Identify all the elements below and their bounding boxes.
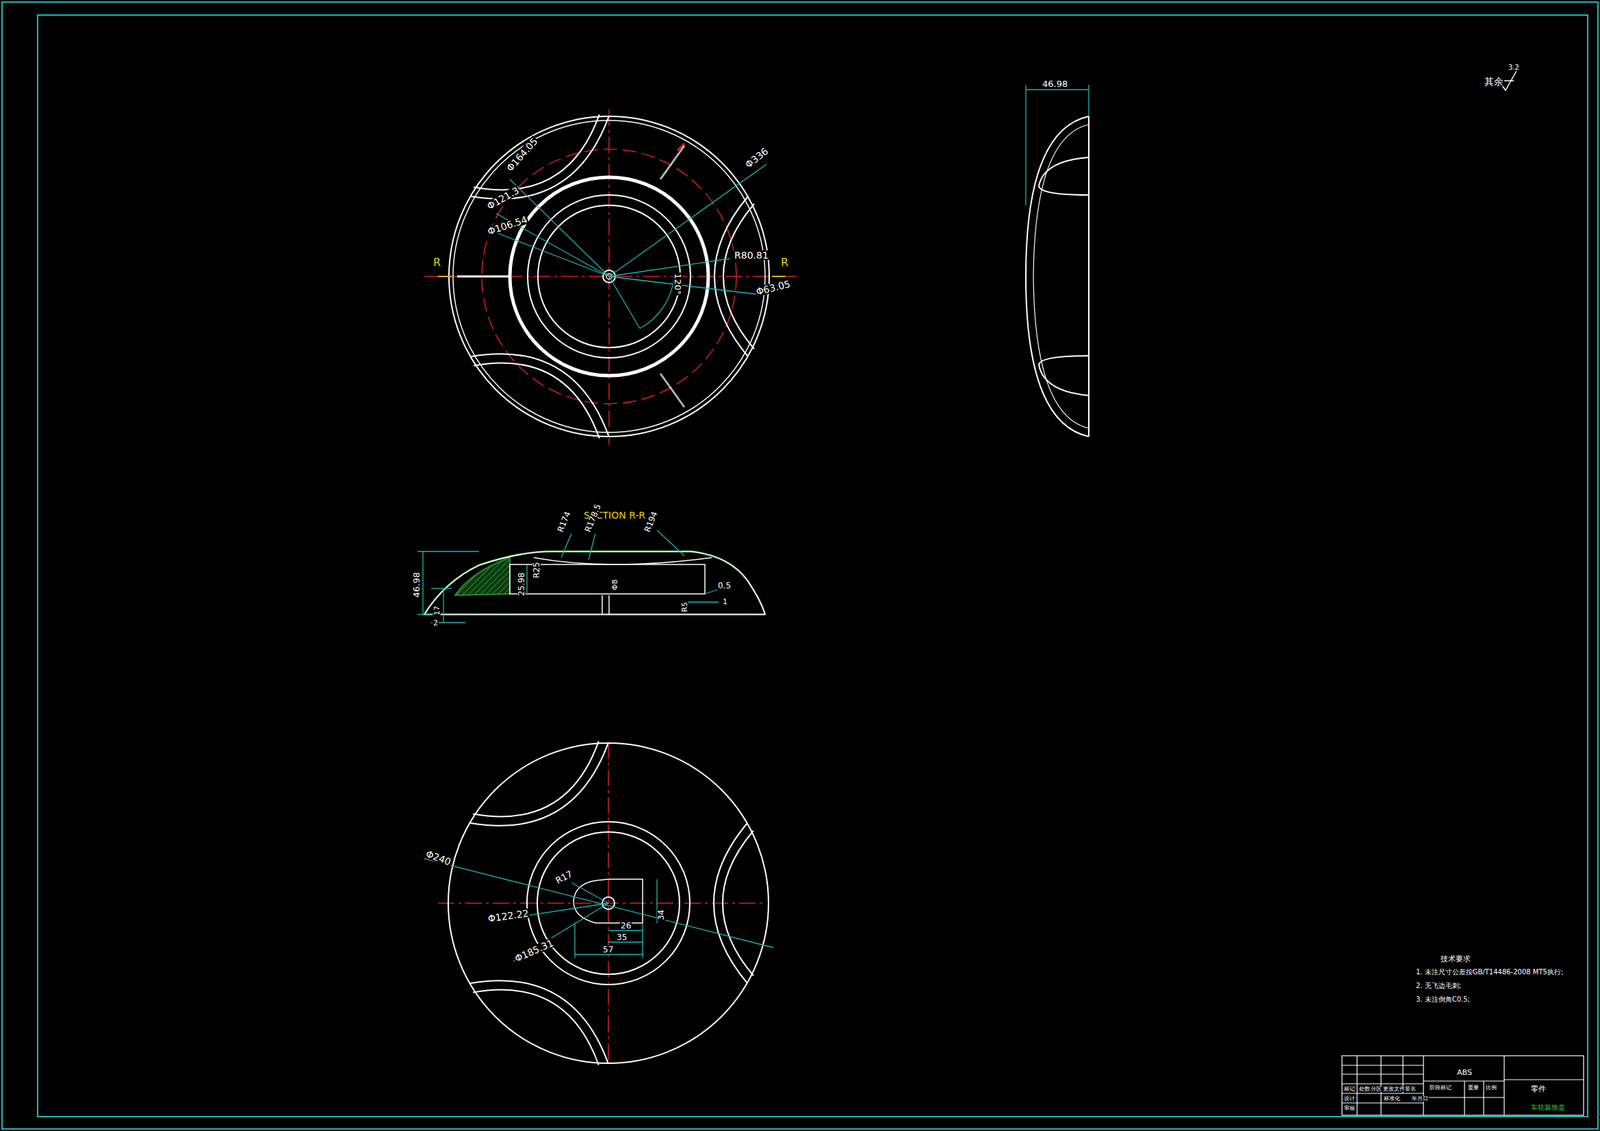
dimension-label: Φ63.05 — [754, 278, 792, 297]
dimension-label: Φ8 — [611, 578, 619, 592]
dimension-label: 46.98 — [411, 571, 421, 599]
dimension-label: Φ121.3 — [485, 184, 522, 212]
dimension-label: 车轮装饰盖 — [1530, 1104, 1566, 1112]
dimension-label: R174 — [555, 509, 573, 534]
dimension-label: 处数 — [1358, 1086, 1371, 1093]
dimension-label: 审核 — [1343, 1105, 1356, 1112]
dimension-label: R — [780, 257, 790, 269]
dimension-label: 比例 — [1485, 1085, 1498, 1091]
dimension-label: 标准化 — [1383, 1096, 1401, 1102]
dimension-label: 120° — [673, 273, 683, 296]
dimension-label: 26 — [620, 921, 632, 931]
dimension-label: 年月日 — [1411, 1096, 1429, 1102]
dimension-label: R — [432, 257, 442, 269]
dimension-label: 25.98 — [517, 572, 526, 597]
dimension-label: 重量 — [1467, 1085, 1480, 1091]
dimension-label: 阶段标记 — [1428, 1085, 1453, 1091]
dimension-label: 2 — [432, 619, 439, 627]
dimension-label: Φ106.54 — [485, 214, 529, 237]
dimension-label: 0.5 — [717, 581, 732, 590]
dimension-label: Φ185.31 — [512, 937, 556, 964]
dimension-label: Φ122.22 — [486, 908, 530, 924]
dimension-label: 分区 — [1370, 1086, 1383, 1093]
dimension-label: 2. 无飞边毛刺; — [1415, 982, 1462, 990]
dimension-label: R17 — [553, 869, 575, 886]
dimension-label: 1. 未注尺寸公差按GB/T14486-2008 MT5执行; — [1415, 969, 1564, 976]
dimension-label: ABS — [1456, 1068, 1473, 1077]
dimension-label: 3. 未注倒角C0.5; — [1415, 996, 1471, 1004]
dimension-label: 35 — [615, 933, 628, 942]
dimension-label: Φ336 — [743, 145, 771, 171]
dimension-label: 17 — [433, 605, 441, 617]
dimension-label: 34 — [656, 909, 666, 922]
dimension-label: R25 — [532, 561, 541, 579]
dimension-label: R5 — [680, 601, 689, 614]
dimension-label: R80.81 — [733, 250, 770, 261]
dimension-label: 57 — [602, 945, 614, 954]
dimension-label: 零件 — [1530, 1085, 1547, 1093]
dimension-label: 46.98 — [1041, 79, 1069, 89]
dimension-label: Φ164.05 — [504, 135, 540, 174]
dimension-label: 签名 — [1404, 1086, 1417, 1093]
dimension-label: 技术要求 — [1439, 955, 1472, 963]
dimension-label: 3.2 — [1507, 64, 1520, 72]
dimension-label: 其余 — [1483, 76, 1505, 87]
dimension-label: 标记 — [1343, 1086, 1356, 1093]
dimension-label: 1 — [721, 598, 729, 606]
dimension-label: Φ240 — [424, 848, 454, 868]
dimension-label: 设计 — [1343, 1096, 1356, 1102]
